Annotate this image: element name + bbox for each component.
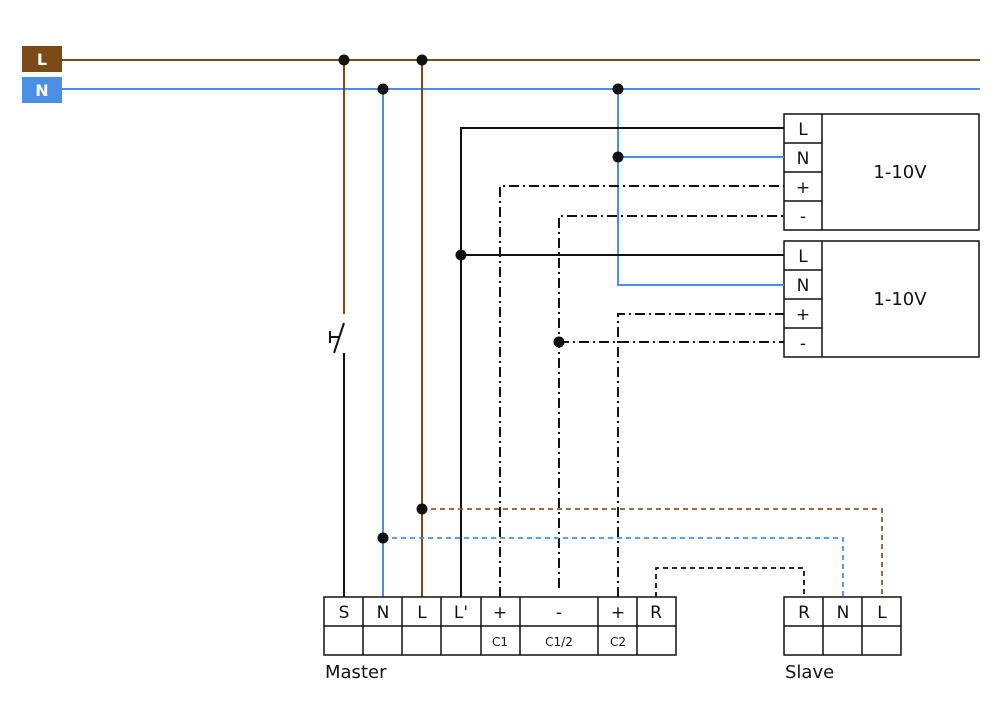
neutral-bus-label: N <box>35 81 48 100</box>
driver-1-terminal-plus: + <box>796 178 810 198</box>
master-terminal-c2-plus: + <box>611 603 625 623</box>
neutral-bus-marker <box>22 77 62 103</box>
master-terminal-block: S N L L' + - + R C1 C1/2 C2 Master <box>323 596 677 683</box>
driver-1-label: 1-10V <box>873 162 927 183</box>
master-caption: Master <box>325 662 387 683</box>
control-c1-plus-wire <box>499 185 784 597</box>
main-bus: L N <box>22 46 980 103</box>
junction-dot <box>338 54 350 66</box>
driver-1-terminal-n: N <box>797 149 810 169</box>
driver-2: L N + - 1-10V <box>783 240 980 358</box>
master-terminal-r: R <box>650 603 662 623</box>
slave-terminal-n: N <box>837 603 850 623</box>
slave-terminal-l: L <box>877 603 887 623</box>
master-terminal-n: N <box>377 603 390 623</box>
junction-dot <box>377 532 389 544</box>
master-terminal-l: L <box>417 603 427 623</box>
junction-dot <box>612 83 624 95</box>
driver-1-terminal-minus: - <box>800 207 806 227</box>
junction-dot <box>377 83 389 95</box>
junction-dot <box>612 151 624 163</box>
driver-2-terminal-plus: + <box>796 305 810 325</box>
slave-terminal-block: R N L Slave <box>783 596 902 683</box>
switched-live-wire <box>460 127 784 597</box>
driver-2-label: 1-10V <box>873 289 927 310</box>
slave-terminal-r: R <box>798 603 810 623</box>
driver-1: L N + - 1-10V <box>783 113 980 231</box>
junction-dot <box>455 249 467 261</box>
junction-dot <box>553 336 565 348</box>
driver-2-terminal-minus: - <box>800 334 806 354</box>
master-terminal-c12-minus: - <box>556 603 562 623</box>
driver-2-terminal-n: N <box>797 276 810 296</box>
neutral-to-slave-wire <box>383 537 844 597</box>
master-slave-r-link-wire <box>655 567 805 597</box>
live-bus-marker <box>22 46 62 72</box>
driver-2-terminal-l: L <box>798 247 808 267</box>
master-sublabel-c12: C1/2 <box>545 635 573 649</box>
control-minus-wire <box>558 215 784 588</box>
junction-dot <box>416 503 428 515</box>
master-terminal-s: S <box>339 603 350 623</box>
live-to-slave-wire <box>422 508 883 597</box>
junction-dot <box>416 54 428 66</box>
slave-caption: Slave <box>785 662 834 683</box>
driver-1-terminal-l: L <box>798 120 808 140</box>
master-terminal-l-prime: L' <box>454 603 468 623</box>
live-bus-label: L <box>37 50 47 69</box>
junctions <box>338 54 624 544</box>
master-sublabel-c1: C1 <box>492 635 508 649</box>
master-sublabel-c2: C2 <box>610 635 626 649</box>
master-terminal-c1-plus: + <box>493 603 507 623</box>
control-c2-plus-wire <box>617 313 784 597</box>
